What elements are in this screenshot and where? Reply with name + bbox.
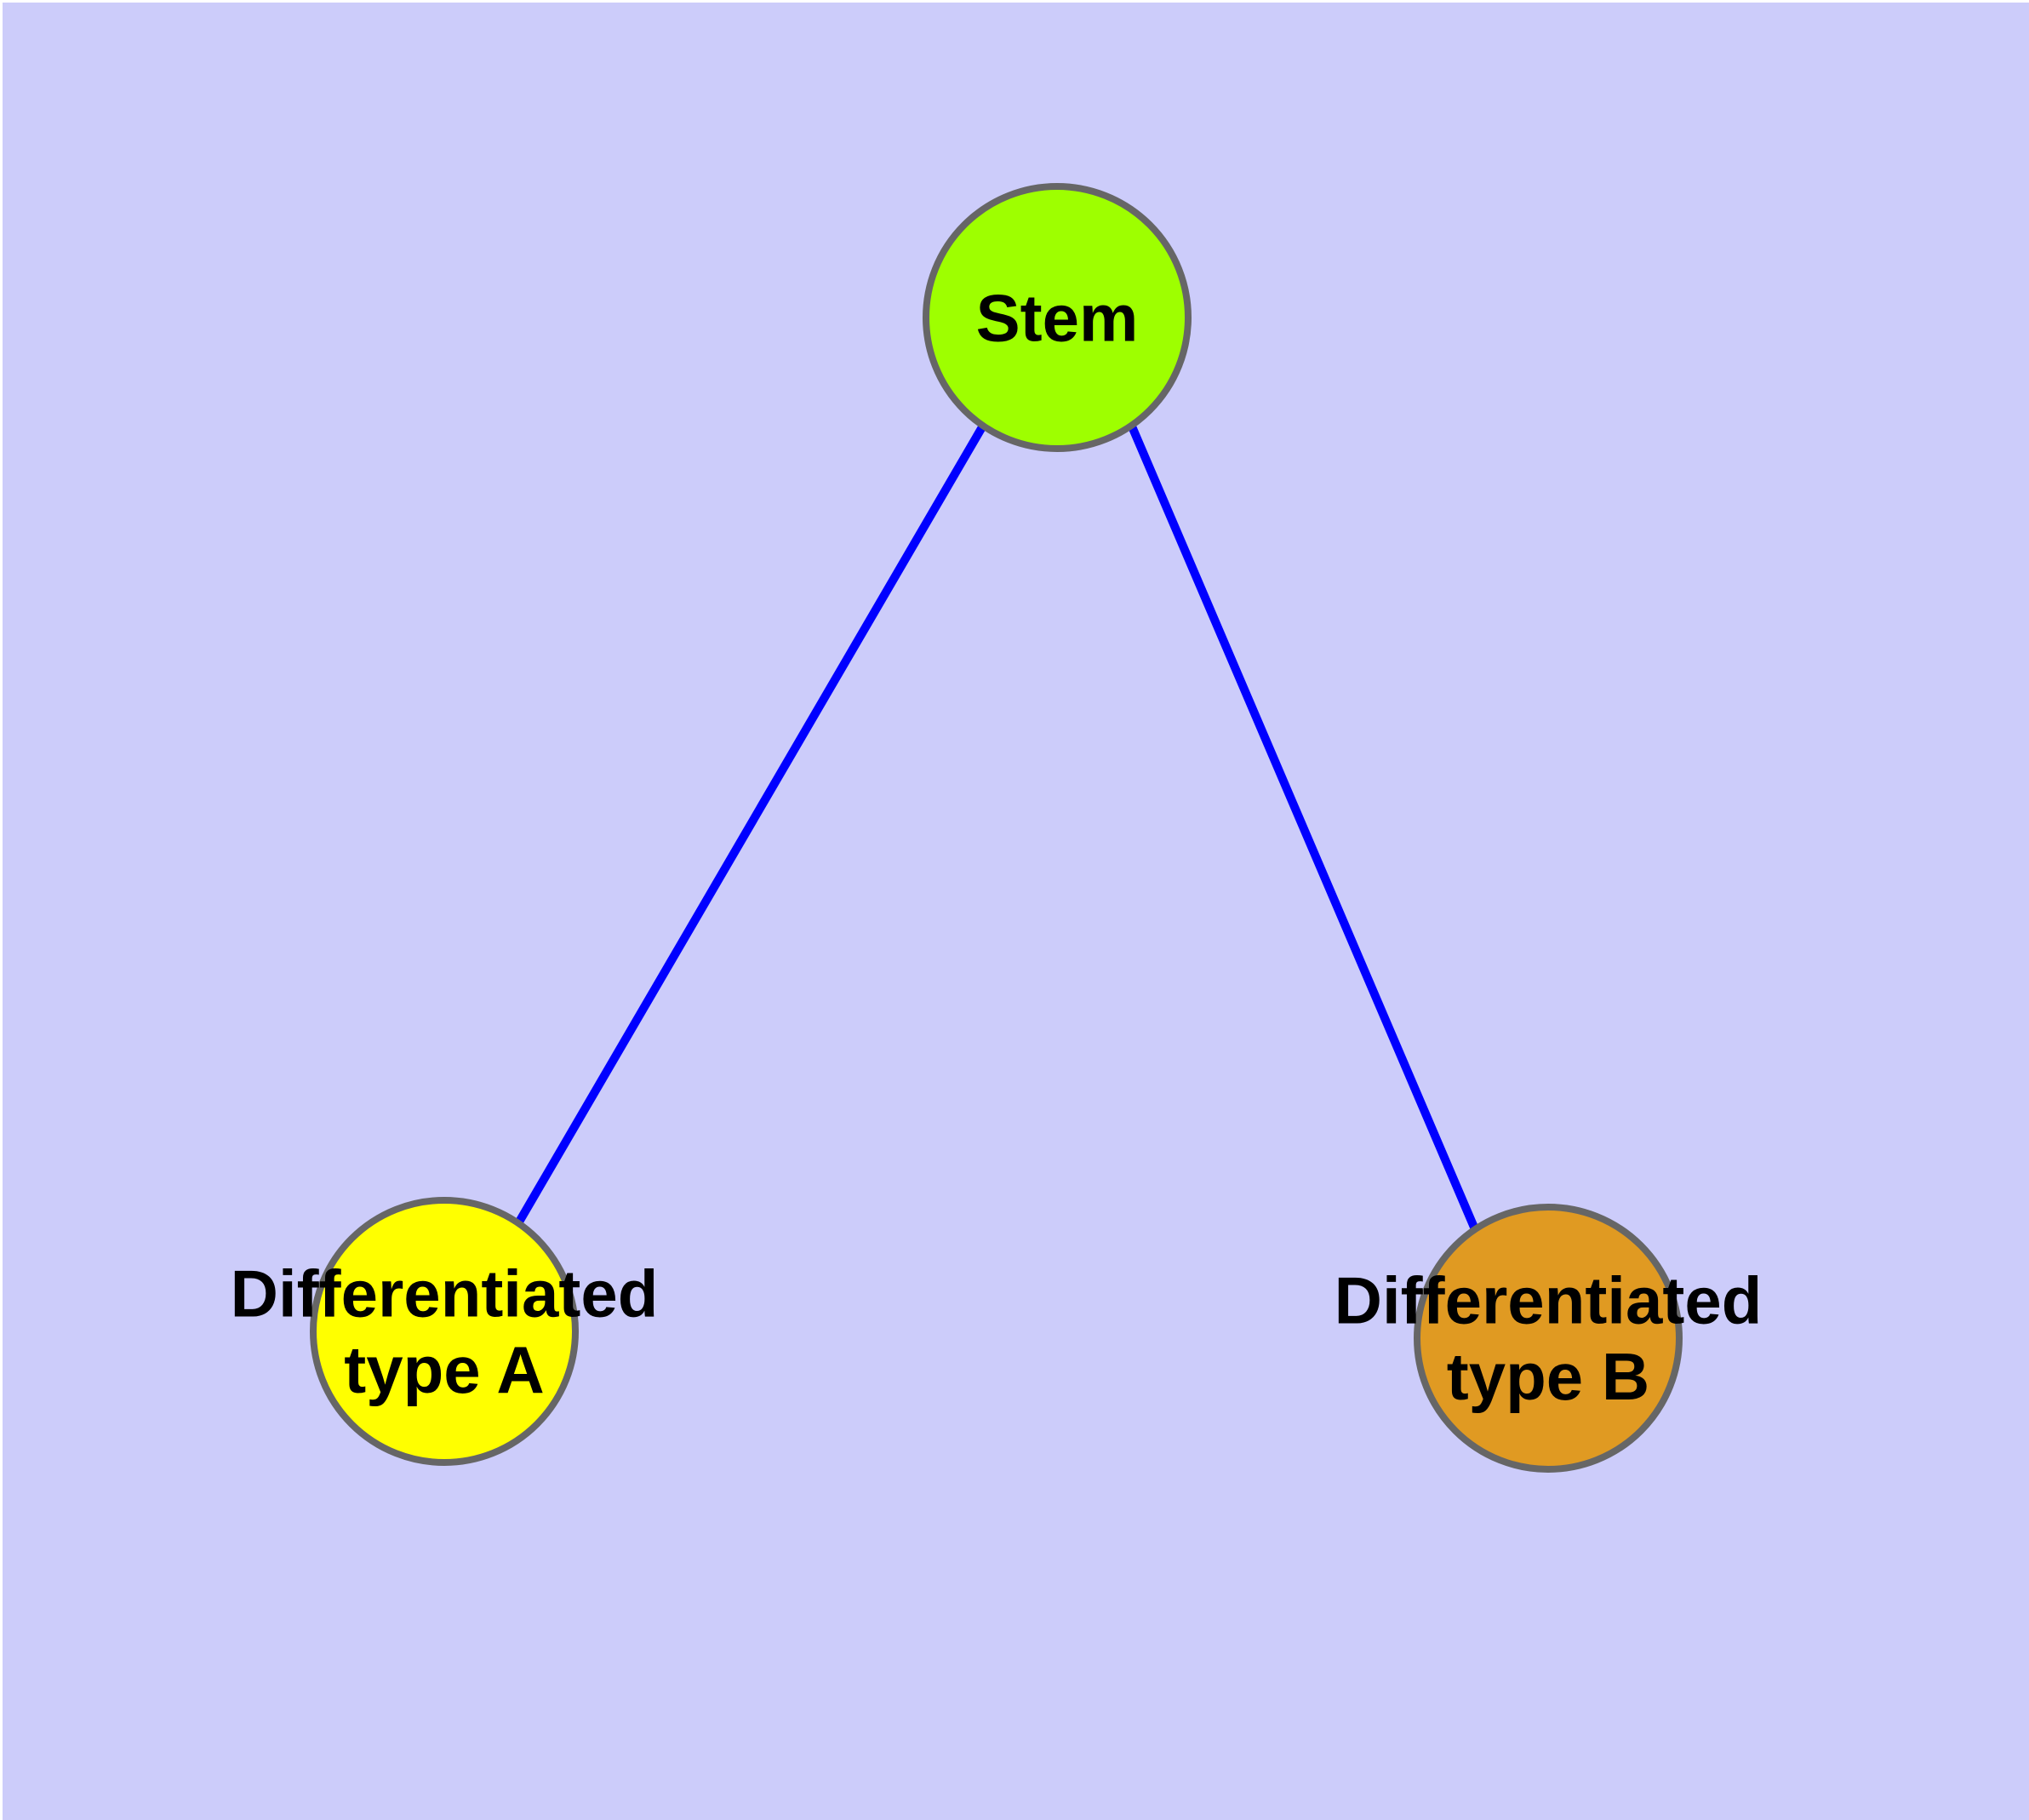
graph-node-stem[interactable]: Stem: [923, 183, 1192, 452]
node-circle-diff_b[interactable]: [1414, 1204, 1683, 1473]
edges-layer: [514, 423, 1479, 1231]
node-circle-stem[interactable]: [923, 183, 1192, 452]
graph-edge-stem-to-b[interactable]: [1128, 425, 1479, 1231]
node-circle-diff_a[interactable]: [310, 1197, 579, 1466]
graph-edge-stem-to-a[interactable]: [514, 423, 987, 1226]
